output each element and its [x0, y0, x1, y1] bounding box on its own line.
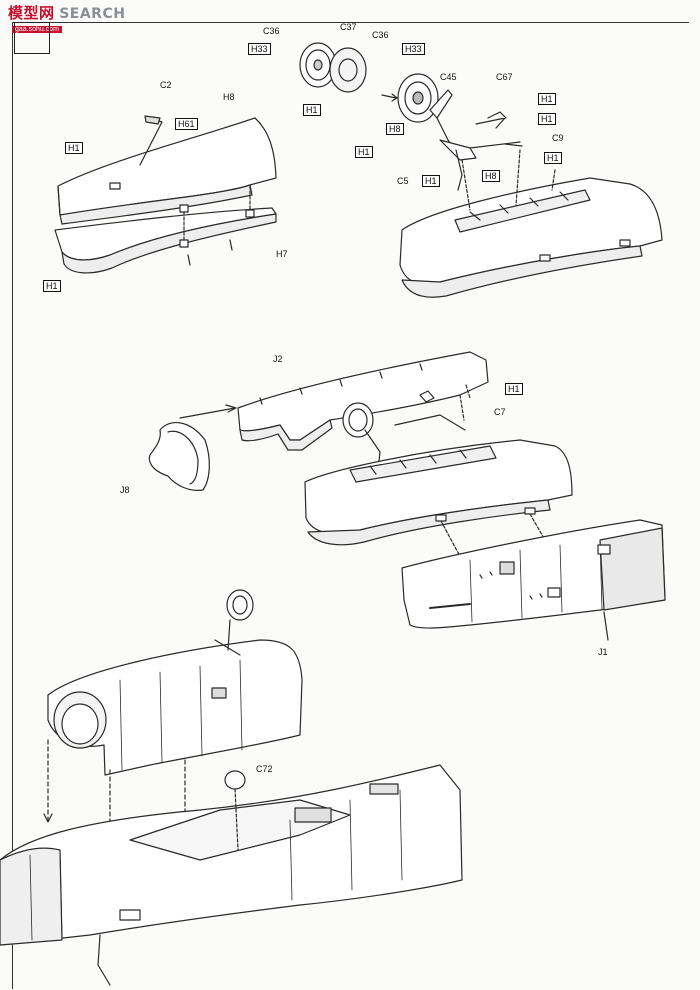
fuselage-section-j1	[401, 519, 666, 641]
intake-lip-j8	[148, 404, 237, 491]
label-h61: H61	[175, 118, 198, 130]
label-c45: C45	[440, 72, 457, 82]
label-h1-left-s: H1	[355, 146, 373, 158]
label-c67: C67	[496, 72, 513, 82]
watermark-sub: gaa.sohu.com	[12, 26, 62, 33]
label-c36-a: C36	[263, 26, 280, 36]
label-c9: C9	[552, 133, 564, 143]
label-j2: J2	[273, 354, 283, 364]
site-watermark: 模型网 SEARCH	[8, 2, 125, 23]
label-h33-a: H33	[248, 43, 271, 55]
watermark-cn: 模型网	[8, 5, 55, 22]
label-h1-r4: H1	[422, 175, 440, 187]
forward-fuselage-assembled	[43, 589, 303, 863]
gear-bay-cover-upper	[57, 115, 277, 225]
label-h7: H7	[276, 249, 288, 259]
label-c37: C37	[340, 22, 357, 32]
label-h33-b: H33	[402, 43, 425, 55]
label-j1: J1	[598, 647, 608, 657]
label-h1-wheel: H1	[303, 104, 321, 116]
label-h1-r3: H1	[544, 152, 562, 164]
label-c5: C5	[397, 176, 409, 186]
label-h8-r: H8	[482, 170, 500, 182]
step-number-box	[14, 22, 50, 54]
watermark-en: SEARCH	[59, 6, 126, 22]
label-h1-mid: H1	[505, 383, 523, 395]
label-c7: C7	[494, 407, 506, 417]
label-c36-b: C36	[372, 30, 389, 40]
label-h8-top: H8	[223, 92, 235, 102]
label-h1-bl: H1	[43, 280, 61, 292]
rear-fuselage	[0, 764, 463, 986]
main-wheel-exploded	[299, 42, 439, 123]
label-j8: J8	[120, 485, 130, 495]
label-h1-r2: H1	[538, 113, 556, 125]
main-gear-strut	[429, 89, 523, 191]
gear-bay-cover-lower	[54, 185, 277, 274]
gear-bay-assembly-right	[399, 149, 663, 298]
page-frame	[12, 22, 689, 989]
label-h8-strut: H8	[386, 123, 404, 135]
label-c2: C2	[160, 80, 172, 90]
label-c72: C72	[256, 764, 273, 774]
label-h1-tl: H1	[65, 142, 83, 154]
label-h1-r1: H1	[538, 93, 556, 105]
gear-bay-middle	[304, 439, 573, 561]
fuselage-upper-j2	[237, 351, 489, 471]
